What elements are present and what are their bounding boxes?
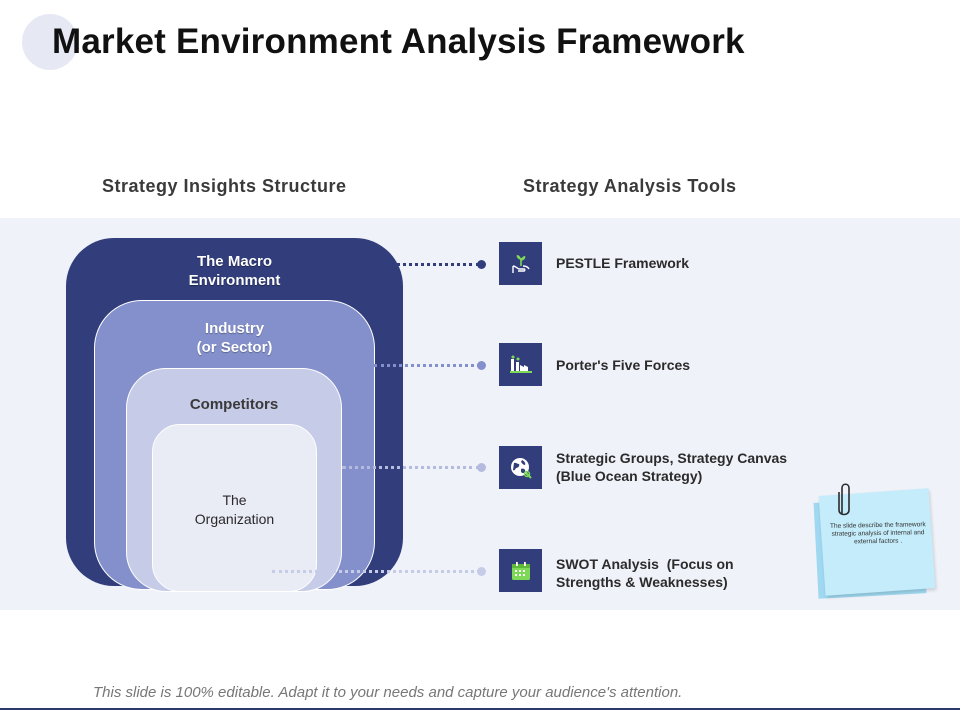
connector-dot-organization — [477, 567, 486, 576]
right-column-heading: Strategy Analysis Tools — [523, 176, 737, 196]
factory-icon — [499, 343, 542, 386]
tool-swot-line-2: Strengths & Weaknesses) — [556, 574, 728, 590]
macro-label-line-1: The Macro — [196, 253, 272, 270]
industry-label-line-1: Industry — [204, 320, 265, 337]
competitors-label: Competitors — [189, 396, 279, 413]
organization-label-line-2: Organization — [194, 511, 275, 527]
sticky-note-text: The slide describe the framework strateg… — [829, 521, 926, 546]
industry-label-line-2: (or Sector) — [196, 339, 273, 356]
organization-label-line-1: The — [222, 492, 247, 508]
connector-organization — [272, 570, 480, 573]
title-decoration-circle — [22, 14, 78, 70]
plant-in-hand-icon — [499, 242, 542, 285]
connector-competitors — [342, 466, 480, 469]
globe-icon — [499, 446, 542, 489]
connector-dot-macro — [477, 260, 486, 269]
paperclip-icon — [838, 483, 850, 516]
connector-dot-competitors — [477, 463, 486, 472]
tool-label-pestle: PESTLE Framework — [556, 254, 689, 272]
tool-porters-line-1: Porter's Five Forces — [556, 357, 691, 373]
organization-box: The Organization — [152, 424, 317, 592]
macro-label-line-2: Environment — [188, 272, 281, 289]
footer-note: This slide is 100% editable. Adapt it to… — [93, 684, 683, 701]
connector-industry — [374, 364, 480, 367]
bottom-rule — [0, 708, 960, 710]
connector-macro — [396, 263, 480, 266]
left-column-heading: Strategy Insights Structure — [102, 176, 347, 196]
calendar-icon — [499, 549, 542, 592]
tool-label-porters: Porter's Five Forces — [556, 356, 690, 374]
connector-dot-industry — [477, 361, 486, 370]
tool-label-strategic-groups: Strategic Groups, Strategy Canvas (Blue … — [556, 449, 787, 485]
tool-label-swot: SWOT Analysis (Focus on Strengths & Weak… — [556, 555, 734, 591]
sticky-note: The slide describe the framework strateg… — [813, 483, 936, 599]
tool-strategic-line-1: Strategic Groups, Strategy Canvas — [556, 450, 788, 466]
tool-pestle-line-1: PESTLE Framework — [556, 255, 690, 271]
tool-strategic-line-2: (Blue Ocean Strategy) — [556, 468, 703, 484]
page-title: Market Environment Analysis Framework — [52, 22, 745, 61]
tool-swot-line-1: SWOT Analysis (Focus on — [556, 556, 734, 572]
